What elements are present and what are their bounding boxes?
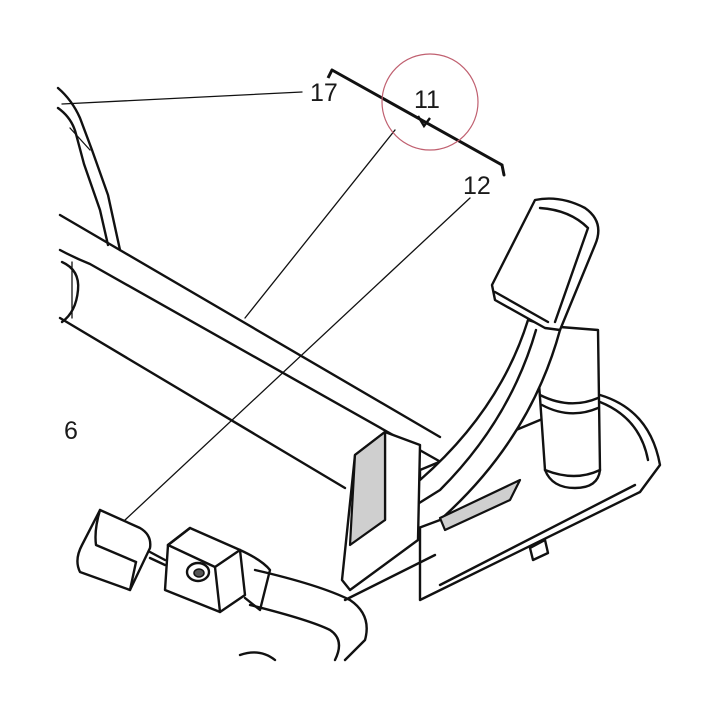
vertical-post bbox=[533, 323, 602, 490]
mount-bracket bbox=[340, 430, 422, 592]
leader-12 bbox=[124, 197, 471, 521]
pedal-pad bbox=[490, 197, 600, 332]
end-cap bbox=[76, 508, 167, 592]
cross-tube bbox=[58, 213, 457, 490]
left-frame-bracket bbox=[56, 86, 122, 252]
group-bracket-11 bbox=[326, 68, 506, 177]
callout-11: 11 bbox=[414, 86, 440, 114]
callout-6: 6 bbox=[64, 417, 78, 445]
leader-lines bbox=[61, 91, 471, 521]
callout-12: 12 bbox=[463, 172, 491, 200]
lower-tube bbox=[238, 553, 437, 662]
highlight-circle bbox=[381, 53, 479, 151]
leader-17 bbox=[61, 91, 303, 105]
leader-11 bbox=[244, 129, 396, 319]
tube-socket bbox=[163, 526, 272, 614]
callout-17: 17 bbox=[310, 79, 338, 107]
